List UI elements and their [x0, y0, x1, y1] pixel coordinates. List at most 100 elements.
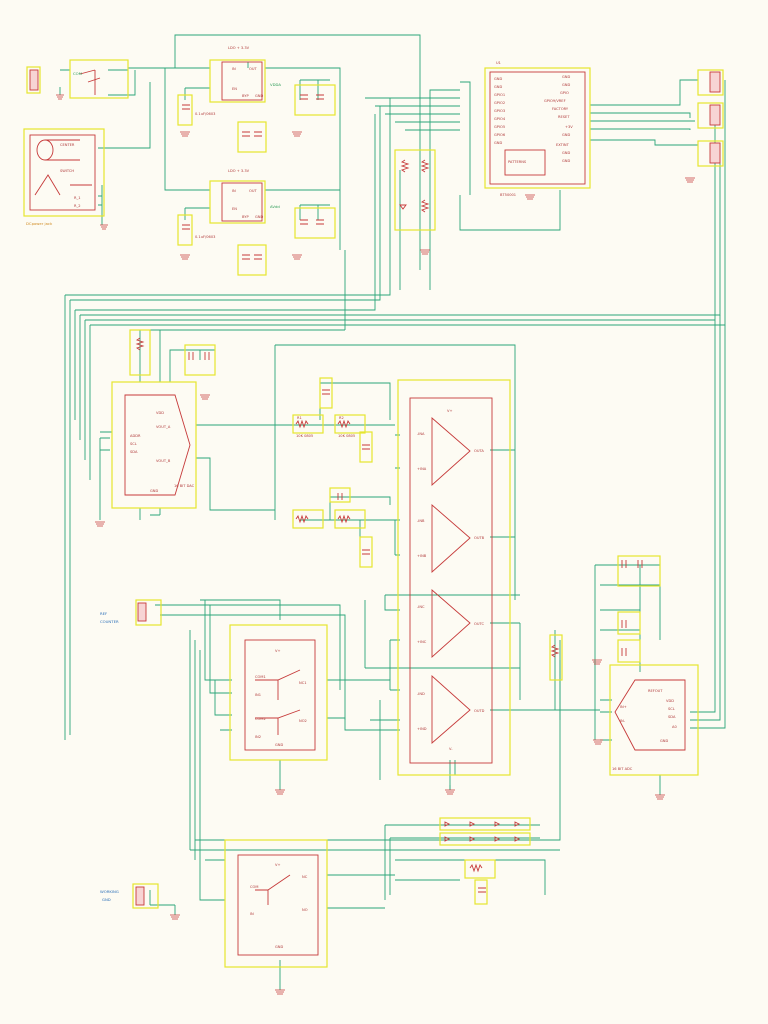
jack-pin-switch: SWITCH — [60, 169, 74, 173]
dac-pin-scl: SCL — [130, 442, 137, 446]
opamp-pin-vneg: V- — [449, 747, 453, 751]
adc-pin-refout: REFOUT — [648, 689, 663, 693]
ldo-top-gnd: GND — [255, 94, 263, 98]
mcu-chip-name: PATTERNS — [508, 160, 527, 164]
mcu-pin-l4: GPIO3 — [494, 109, 505, 113]
jack-pin-r1: R_1 — [74, 196, 81, 200]
ldo-bottom-in: IN — [232, 189, 236, 193]
adc-pin-in-pos: IN+ — [620, 705, 627, 709]
mcu-pin-r6: +3V — [565, 125, 573, 129]
mcu-pin-r9: GND — [562, 151, 570, 155]
resistor-ra-value: 10K 0805 — [296, 434, 313, 438]
switch-top-nc1: NC1 — [299, 681, 306, 685]
mcu-pin-r10: GND — [562, 159, 570, 163]
mcu-label: BT50001 — [500, 193, 516, 197]
connector-counter-label: COUNTER — [100, 619, 119, 624]
mcu-pin-l5: GPIO4 — [494, 117, 506, 121]
opamp-pin-inc-pos: +INC — [417, 640, 427, 644]
ground-symbols — [56, 94, 695, 995]
adc-pin-scl: SCL — [668, 707, 675, 711]
switch-top-gnd: GND — [275, 743, 283, 747]
switch-top-com2: COM2 — [255, 717, 266, 721]
dac-pin-addr: ADDR — [130, 434, 141, 438]
adc-pin-sda: SDA — [668, 715, 676, 719]
dac-pin-vout-b: VOUT_B — [156, 459, 171, 463]
resistor-rb-value: 10K 0805 — [338, 434, 355, 438]
adc-label: 16 BIT ADC — [612, 767, 633, 771]
switch-top-in1: IN1 — [255, 693, 261, 697]
switch-bottom-vpos: V+ — [275, 863, 280, 867]
resistor-rb-ref: R2 — [339, 416, 344, 420]
connector-working-label: WORKING — [100, 889, 119, 894]
ldo-top-byp: BYP — [242, 94, 249, 98]
switch-top-vpos: V+ — [275, 649, 280, 653]
mcu-pin-l2: GPIO1 — [494, 93, 505, 97]
opamp-pin-ina-neg: -INA — [417, 432, 425, 436]
switch-top-in2: IN2 — [255, 735, 261, 739]
mcu-ref: U1 — [496, 61, 501, 65]
jack-pin-center: CENTER — [60, 143, 75, 147]
ldo-bottom-byp: BYP — [242, 215, 249, 219]
dac-pin-sda: SDA — [130, 450, 138, 454]
adc-pin-gnd: GND — [660, 739, 668, 743]
mcu-pin-r8: EXTINT — [556, 143, 570, 147]
mcu-pin-r5: RESET — [558, 115, 570, 119]
ldo-top-cap: 0.1uF/0603 — [195, 112, 215, 116]
connector-gnd-label: GND — [102, 897, 111, 902]
opamp-pin-inb-neg: -INB — [417, 519, 425, 523]
switch-com-label: COM — [73, 71, 82, 76]
mcu-pin-r7: GND — [562, 133, 570, 137]
mcu-pin-r3: GPIO9/VREF — [544, 99, 566, 103]
mcu-pin-l3: GPIO2 — [494, 101, 505, 105]
opamp-pin-outc: OUTC — [474, 622, 484, 626]
ldo-bottom-gnd: GND — [255, 215, 263, 219]
mcu-pins-left: GND GND GPIO1 GPIO2 GPIO3 GPIO4 GPIO5 GP… — [494, 77, 506, 145]
jack-pin-r2: R_2 — [74, 204, 81, 208]
switch-top-no2: NO2 — [299, 719, 307, 723]
ldo-top-net: VDDA — [270, 82, 281, 87]
mcu-pin-r4: FACTORY — [552, 107, 569, 111]
switch-bottom-com: COM — [250, 885, 258, 889]
mcu-pins-right: GND GND GPIO GPIO9/VREF FACTORY RESET +3… — [544, 75, 573, 163]
resistor-ra-ref: R1 — [297, 416, 302, 420]
ldo-top-in: IN — [232, 67, 236, 71]
mcu-pin-r0: GND — [562, 75, 570, 79]
mcu-pin-l1: GND — [494, 85, 502, 89]
ldo-top-title: LDO + 3.3V — [228, 46, 250, 50]
ldo-bottom-out: OUT — [249, 189, 257, 193]
opamp-pin-inb-pos: +INB — [417, 554, 427, 558]
part-bodies — [29, 61, 721, 956]
connector-ref-label: REF — [100, 611, 107, 616]
wires — [59, 34, 726, 990]
opamp-pin-outd: OUTD — [474, 709, 485, 713]
adc-pin-vdd: VDD — [666, 699, 674, 703]
opamp-pin-ind-neg: -IND — [417, 692, 425, 696]
adc-pin-in-neg: IN- — [620, 719, 626, 723]
dac-pin-gnd: GND — [150, 489, 158, 493]
mcu-pin-r1: GND — [562, 83, 570, 87]
mcu-pin-r2: GPIO — [560, 91, 569, 95]
switch-top-com1: COM1 — [255, 675, 266, 679]
opamp-pin-ind-pos: +IND — [417, 727, 427, 731]
part-outlines — [23, 59, 724, 968]
dc-jack-label: DCpower jack — [26, 221, 53, 226]
ldo-top-out: OUT — [249, 67, 257, 71]
switch-bottom-in: IN — [250, 912, 254, 916]
switch-bottom-no: NO — [302, 908, 308, 912]
mcu-pin-l7: GPIO6 — [494, 133, 506, 137]
opamp-pin-outb: OUTB — [474, 536, 485, 540]
opamp-pin-ina-pos: +INA — [417, 467, 427, 471]
dac-pin-vout-a: VOUT_A — [156, 425, 171, 429]
mcu-pin-l6: GPIO5 — [494, 125, 505, 129]
mcu-pin-l0: GND — [494, 77, 502, 81]
switch-bottom-nc: NC — [302, 875, 308, 879]
ldo-bottom-cap: 0.1uF/0603 — [195, 235, 215, 239]
switch-bottom-gnd: GND — [275, 945, 283, 949]
dac-pin-vdd: VDD — [156, 411, 164, 415]
ldo-bottom-title: LDO + 3.3V — [228, 169, 250, 173]
mcu-pin-l8: GND — [494, 141, 502, 145]
opamp-pin-vpos: V+ — [447, 409, 452, 413]
adc-pin-a0: A0 — [672, 725, 677, 729]
ldo-bottom-net: AVdd — [270, 204, 280, 209]
